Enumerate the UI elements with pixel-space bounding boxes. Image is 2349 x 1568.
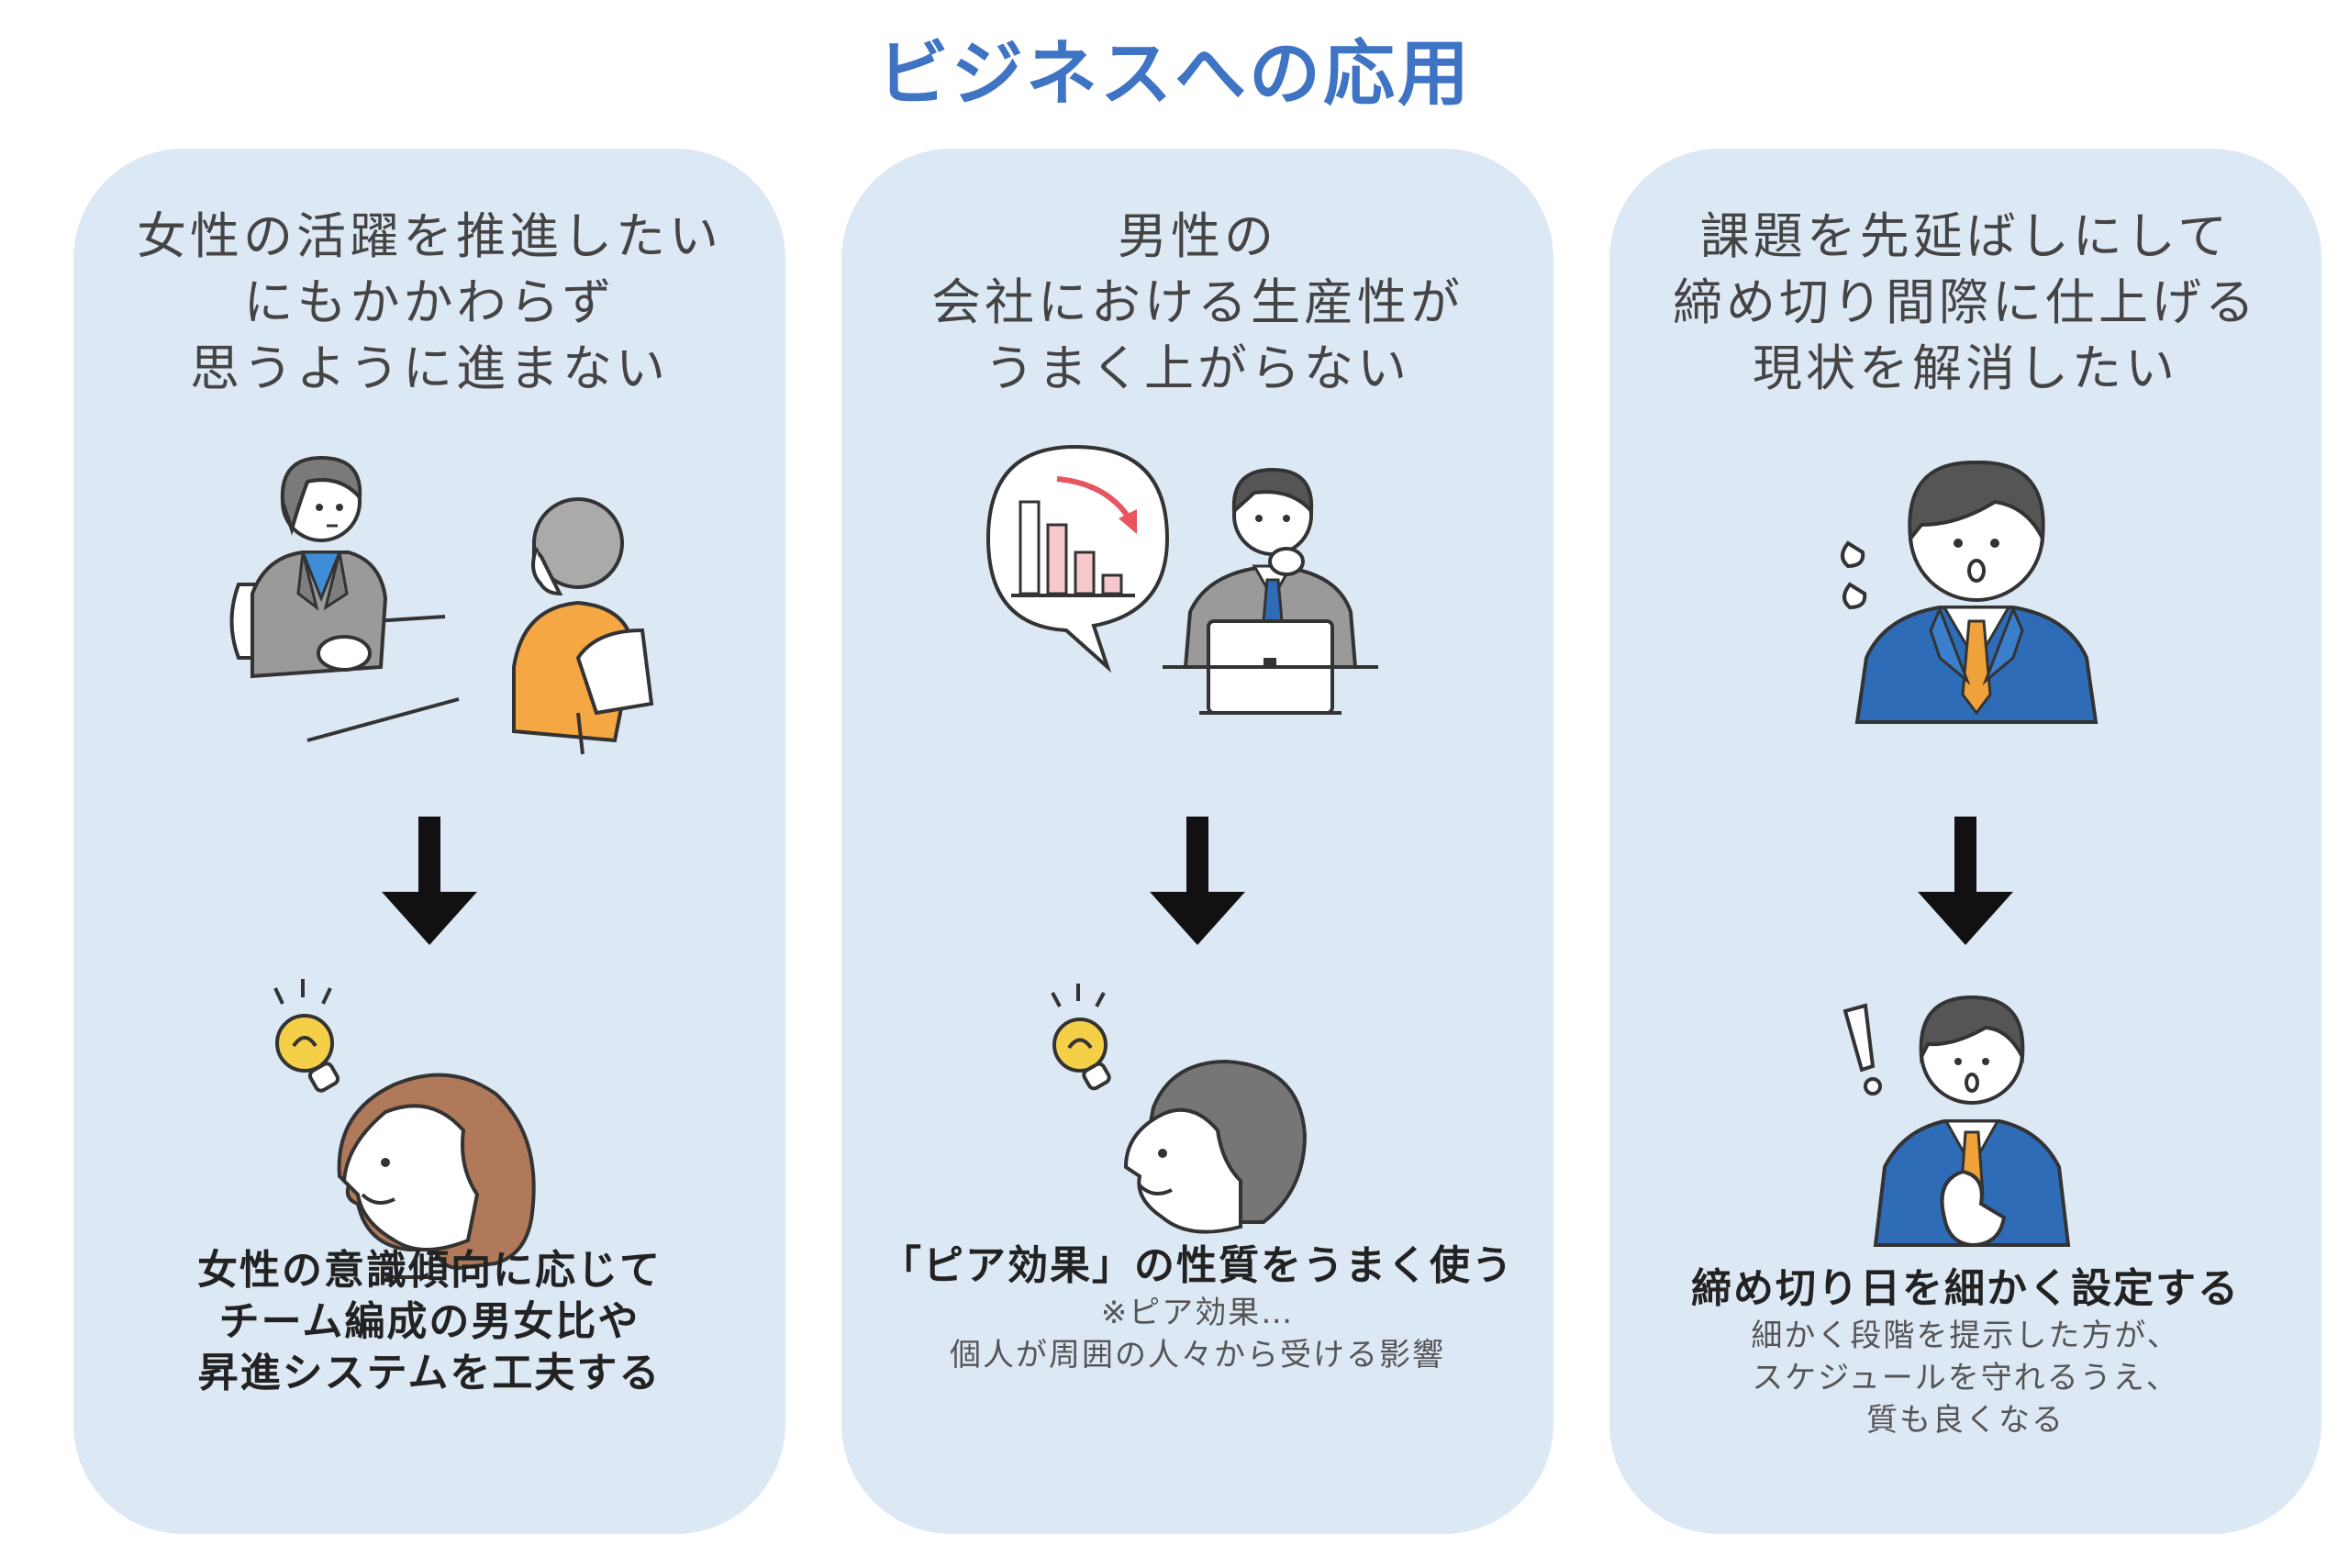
- down-arrow-icon: [1918, 817, 2013, 945]
- solution-text: 女性の意識傾向に応じて チーム編成の男女比や 昇進システムを工夫する: [73, 1245, 785, 1399]
- exclamation-icon: [1842, 1003, 1882, 1095]
- solution-line: 締め切り日を細かく設定する: [1691, 1265, 2240, 1312]
- solution-line: チーム編成の男女比や: [218, 1298, 640, 1345]
- problem-line: 課題を先延ばしにして: [1699, 207, 2232, 265]
- man-exclamation-illustration: [1842, 995, 2071, 1248]
- surprised-man-illustration: [1841, 460, 2099, 724]
- solution-line: 女性の意識傾向に応じて: [197, 1247, 662, 1294]
- card-men-productivity: 男性の 会社における生産性が うまく上がらない: [841, 149, 1553, 1534]
- problem-line: うまく上がらない: [985, 339, 1410, 397]
- man-worried-chart-illustration: [985, 444, 1378, 715]
- solution-line: 昇進システムを工夫する: [197, 1350, 662, 1396]
- solution-line: 「ピア効果」の性質をうまく使う: [881, 1242, 1514, 1289]
- card-deadline: 課題を先延ばしにして 締め切り間際に仕上げる 現状を解消したい: [1609, 149, 2321, 1534]
- woman-with-lightbulb-illustration: [273, 979, 536, 1279]
- man-with-lightbulb-illustration: [1051, 984, 1308, 1234]
- solution-text: 「ピア効果」の性質をうまく使う ※ピア効果… 個人が周囲の人々から受ける影響: [841, 1240, 1553, 1376]
- problem-line: にもかかわらず: [243, 273, 616, 331]
- page-title: ビジネスへの応用: [876, 33, 1472, 116]
- lightbulb-icon: [273, 979, 340, 1093]
- card-women-promotion: 女性の活躍を推進したい にもかかわらず 思うように進まない: [73, 149, 785, 1534]
- problem-text: 男性の 会社における生産性が うまく上がらない: [841, 204, 1553, 402]
- problem-line: 男性の: [1118, 207, 1277, 265]
- problem-line: 締め切り間際に仕上げる: [1673, 273, 2258, 331]
- problem-line: 思うように進まない: [190, 339, 669, 397]
- problem-line: 女性の活躍を推進したい: [137, 207, 722, 265]
- down-arrow-icon: [1150, 817, 1245, 945]
- down-arrow-icon: [382, 817, 477, 945]
- solution-note-line: 質も良くなる: [1866, 1402, 2065, 1439]
- solution-text: 締め切り日を細かく設定する 細かく段階を提示した方が、 スケジュールを守れるうえ…: [1609, 1263, 2321, 1441]
- problem-text: 課題を先延ばしにして 締め切り間際に仕上げる 現状を解消したい: [1609, 204, 2321, 402]
- solution-note-line: スケジュールを守れるうえ、: [1752, 1360, 2179, 1396]
- solution-note-line: 細かく段階を提示した方が、: [1751, 1318, 2180, 1354]
- declining-chart-icon: [1011, 476, 1137, 597]
- problem-line: 会社における生産性が: [931, 273, 1464, 331]
- lightbulb-icon: [1051, 984, 1111, 1091]
- meeting-illustration: [229, 455, 654, 755]
- solution-note-line: 個人が周囲の人々から受ける影響: [950, 1337, 1445, 1373]
- solution-note-line: ※ピア効果…: [1100, 1295, 1295, 1331]
- problem-text: 女性の活躍を推進したい にもかかわらず 思うように進まない: [73, 204, 785, 402]
- problem-line: 現状を解消したい: [1753, 339, 2178, 397]
